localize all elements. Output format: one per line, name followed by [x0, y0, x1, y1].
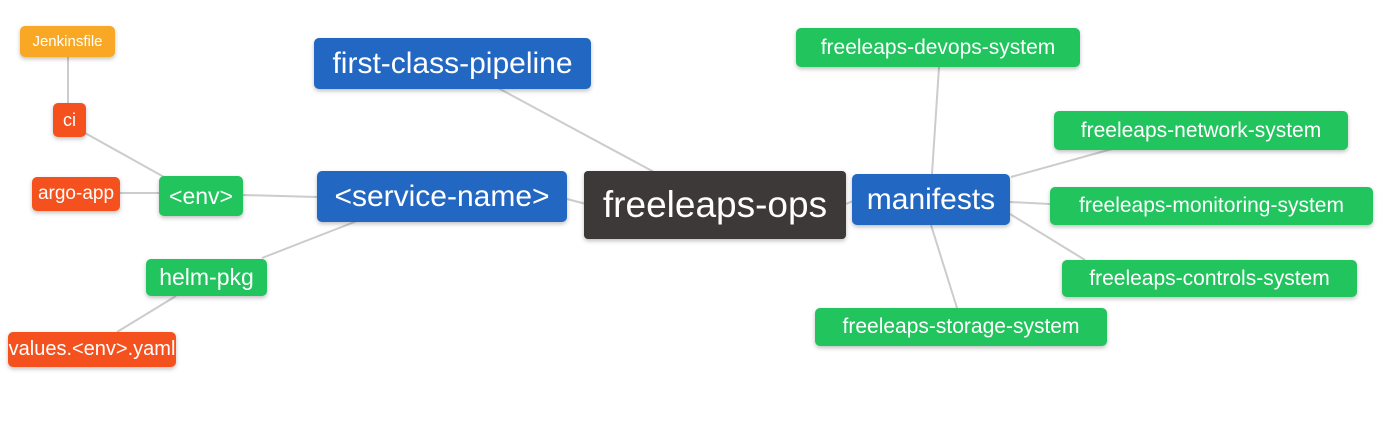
node-label: Jenkinsfile	[32, 33, 103, 50]
node-argo-app[interactable]: argo-app	[32, 177, 120, 211]
node-label: first-class-pipeline	[332, 46, 573, 80]
node-freeleaps-monitoring-system[interactable]: freeleaps-monitoring-system	[1050, 187, 1373, 225]
node-freeleaps-ops[interactable]: freeleaps-ops	[584, 171, 846, 239]
node-first-class-pipeline[interactable]: first-class-pipeline	[314, 38, 591, 89]
node-freeleaps-devops-system[interactable]: freeleaps-devops-system	[796, 28, 1080, 67]
edge-first-class-pipeline-freeleaps-ops	[497, 87, 655, 173]
node-label: freeleaps-network-system	[1080, 118, 1322, 142]
node-jenkinsfile[interactable]: Jenkinsfile	[20, 26, 115, 57]
edge-manifests-freeleaps-controls-system	[1009, 213, 1086, 261]
node-label: <service-name>	[334, 179, 550, 213]
node-freeleaps-controls-system[interactable]: freeleaps-controls-system	[1062, 260, 1357, 297]
node-service-name[interactable]: <service-name>	[317, 171, 567, 222]
node-label: freeleaps-ops	[602, 184, 828, 225]
node-freeleaps-network-system[interactable]: freeleaps-network-system	[1054, 111, 1348, 150]
node-label: freeleaps-devops-system	[820, 35, 1056, 59]
node-label: freeleaps-storage-system	[842, 315, 1080, 338]
edge-freeleaps-ops-manifests	[845, 200, 854, 205]
node-label: ci	[63, 109, 76, 130]
edge-env-service-name	[242, 194, 318, 198]
edge-ci-env	[84, 132, 165, 178]
node-ci[interactable]: ci	[53, 103, 86, 137]
edge-manifests-freeleaps-network-system	[1010, 148, 1113, 178]
edge-manifests-freeleaps-monitoring-system	[1009, 201, 1051, 205]
node-env[interactable]: <env>	[159, 176, 243, 216]
node-label: manifests	[866, 182, 996, 216]
node-values-env-yaml[interactable]: values.<env>.yaml	[8, 332, 176, 367]
edge-service-name-freeleaps-ops	[566, 198, 587, 205]
node-label: <env>	[169, 182, 233, 209]
node-label: argo-app	[37, 183, 115, 204]
edge-helm-pkg-service-name	[261, 220, 358, 259]
node-helm-pkg[interactable]: helm-pkg	[146, 259, 267, 296]
node-freeleaps-storage-system[interactable]: freeleaps-storage-system	[815, 308, 1107, 346]
node-label: helm-pkg	[159, 264, 254, 290]
node-label: values.<env>.yaml	[8, 338, 176, 360]
edge-manifests-freeleaps-storage-system	[930, 224, 958, 309]
node-label: freeleaps-monitoring-system	[1079, 194, 1344, 217]
edge-manifests-freeleaps-devops-system	[931, 66, 940, 175]
node-label: freeleaps-controls-system	[1089, 266, 1330, 290]
node-manifests[interactable]: manifests	[852, 174, 1010, 225]
edge-values-env-yaml-helm-pkg	[116, 295, 177, 333]
